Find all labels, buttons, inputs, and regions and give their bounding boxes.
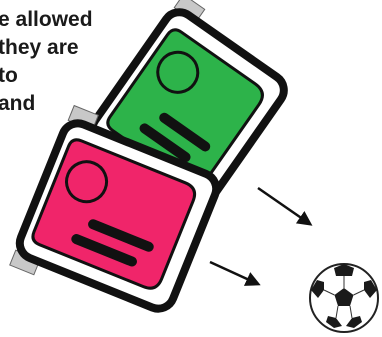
soccer-ball bbox=[310, 264, 378, 332]
direction-arrow bbox=[210, 262, 258, 284]
direction-arrow bbox=[258, 188, 310, 224]
